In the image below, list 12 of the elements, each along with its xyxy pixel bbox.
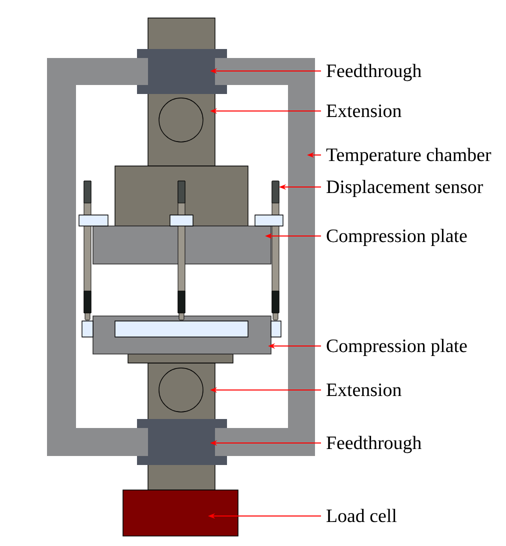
compression-plate <box>92 226 272 264</box>
load-cell <box>122 490 238 536</box>
part-label: Load cell <box>326 508 397 522</box>
displacement-sensor <box>272 180 280 320</box>
part-label: Displacement sensor <box>326 180 484 198</box>
part-label: Feedthrough <box>326 64 422 82</box>
part-label: Temperature chamber <box>326 148 492 166</box>
part-label: Extension <box>326 383 402 396</box>
part-label: Compression plate <box>326 228 467 246</box>
part-label: Feedthrough <box>326 436 422 454</box>
part-label: Extension <box>326 104 402 118</box>
part-label: Compression plate <box>326 338 467 356</box>
